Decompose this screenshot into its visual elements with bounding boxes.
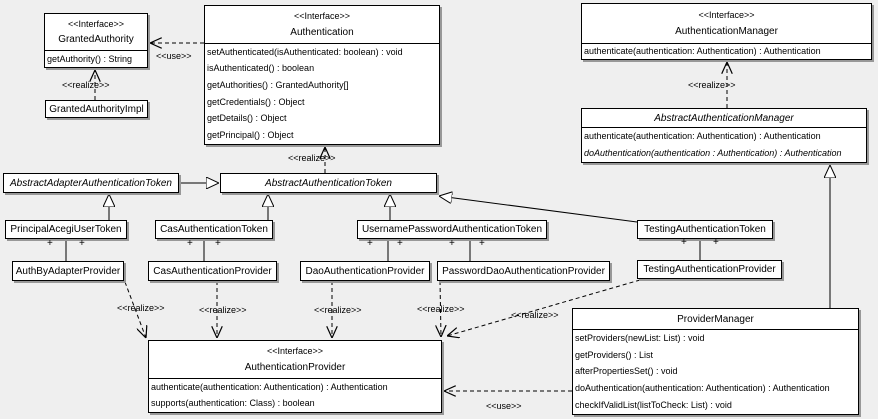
class-testing-authentication-token: TestingAuthenticationToken	[637, 220, 773, 239]
class-granted-authority-impl: GrantedAuthorityImpl	[45, 100, 148, 118]
edge-gen-testingtoken	[439, 196, 638, 223]
multiplicity-label: +	[681, 237, 687, 248]
method-label: isAuthenticated() : boolean	[207, 63, 315, 74]
class-name: Authentication	[290, 26, 354, 38]
method-label: getCredentials() : Object	[207, 96, 305, 107]
class-name: CasAuthenticationProvider	[153, 265, 272, 277]
method-label: afterPropertiesSet() : void	[575, 366, 678, 377]
method-label: getAuthorities() : GrantedAuthority[]	[207, 80, 349, 91]
class-name: ProviderManager	[677, 313, 754, 325]
realize-label: <<realize>>	[314, 305, 362, 315]
class-authentication-manager: <<Interface>> AuthenticationManager auth…	[581, 3, 872, 60]
class-name: AuthByAdapterProvider	[15, 265, 121, 277]
class-name: PrincipalAcegiUserToken	[10, 224, 122, 235]
class-password-dao-authentication-provider: PasswordDaoAuthenticationProvider	[437, 261, 610, 281]
multiplicity-label: +	[713, 237, 719, 248]
edge-realize-testingauthenticationprovider	[447, 279, 641, 336]
class-principal-acegi-user-token: PrincipalAcegiUserToken	[5, 220, 127, 239]
method-label: setProviders(newList: List) : void	[575, 332, 705, 343]
class-name: AuthenticationManager	[675, 26, 778, 37]
realize-label: <<realize>>	[288, 153, 336, 163]
class-name: AbstractAuthenticationManager	[654, 112, 794, 124]
class-name: CasAuthenticationToken	[160, 224, 268, 235]
class-name: UsernamePasswordAuthenticationToken	[361, 224, 543, 235]
class-username-password-authentication-token: UsernamePasswordAuthenticationToken	[357, 220, 547, 239]
edge-realize-authbyadapterprovider	[124, 281, 146, 338]
class-name: TestingAuthenticationToken	[644, 224, 766, 235]
realize-label: <<realize>>	[199, 305, 247, 315]
multiplicity-label: +	[47, 238, 53, 249]
realize-label: <<realize>>	[62, 80, 110, 90]
class-provider-manager: ProviderManager setProviders(newList: Li…	[572, 308, 859, 415]
class-name: PasswordDaoAuthenticationProvider	[442, 265, 605, 277]
method-label: getDetails() : Object	[207, 113, 287, 124]
method-label: getProviders() : List	[575, 349, 654, 360]
class-name: GrantedAuthorityImpl	[49, 103, 144, 115]
realize-label: <<realize>>	[688, 80, 736, 90]
class-name: DaoAuthenticationProvider	[305, 265, 425, 277]
class-name: AbstractAdapterAuthenticationToken	[10, 177, 172, 189]
method-label: doAuthentication(authentication : Authen…	[584, 148, 842, 158]
multiplicity-label: +	[367, 238, 373, 249]
method-label: getPrincipal() : Object	[207, 130, 294, 141]
class-name: AbstractAuthenticationToken	[265, 177, 392, 189]
realize-label: <<realize>>	[117, 303, 165, 313]
realize-label: <<realize>>	[417, 304, 465, 314]
method-label: authenticate(authentication: Authenticat…	[584, 131, 821, 141]
class-granted-authority: <<Interface>> GrantedAuthority getAuthor…	[44, 13, 148, 68]
method-label: authenticate(authentication: Authenticat…	[584, 46, 821, 56]
class-cas-authentication-token: CasAuthenticationToken	[155, 220, 273, 239]
multiplicity-label: +	[449, 238, 455, 249]
stereotype-label: <<Interface>>	[698, 10, 755, 20]
class-dao-authentication-provider: DaoAuthenticationProvider	[300, 261, 430, 281]
class-cas-authentication-provider: CasAuthenticationProvider	[148, 261, 277, 281]
use-label: <<use>>	[156, 51, 192, 61]
stereotype-label: <<Interface>>	[266, 346, 324, 357]
multiplicity-label: +	[187, 238, 193, 249]
method-label: doAuthentication(authentication: Authent…	[575, 383, 830, 394]
class-auth-by-adapter-provider: AuthByAdapterProvider	[12, 261, 124, 281]
class-authentication: <<Interface>> Authentication setAuthenti…	[204, 5, 440, 145]
multiplicity-label: +	[397, 238, 403, 249]
method-label: setAuthenticated(isAuthenticated: boolea…	[207, 46, 403, 57]
class-authentication-provider: <<Interface>> AuthenticationProvider aut…	[148, 340, 442, 413]
class-abstract-authentication-manager: AbstractAuthenticationManager authentica…	[581, 108, 867, 163]
stereotype-label: <<Interface>>	[67, 19, 125, 29]
stereotype-label: <<Interface>>	[293, 11, 351, 22]
class-testing-authentication-provider: TestingAuthenticationProvider	[637, 260, 782, 279]
multiplicity-label: +	[215, 238, 221, 249]
multiplicity-label: +	[479, 238, 485, 249]
method-label: getAuthority() : String	[47, 53, 133, 64]
class-name: TestingAuthenticationProvider	[643, 264, 776, 275]
method-label: authenticate(authentication: Authenticat…	[151, 381, 388, 392]
class-name: GrantedAuthority	[58, 34, 134, 45]
class-abstract-authentication-token: AbstractAuthenticationToken	[220, 173, 437, 193]
multiplicity-label: +	[79, 238, 85, 249]
edge-realize-passworddaoauthenticationprovider	[440, 280, 441, 337]
class-abstract-adapter-authentication-token: AbstractAdapterAuthenticationToken	[3, 173, 179, 193]
use-label: <<use>>	[486, 401, 522, 411]
method-label: supports(authentication: Class) : boolea…	[151, 398, 315, 409]
class-name: AuthenticationProvider	[244, 361, 346, 373]
realize-label: <<realize>>	[511, 310, 559, 320]
method-label: checkIfValidList(listToCheck: List) : vo…	[575, 400, 732, 411]
